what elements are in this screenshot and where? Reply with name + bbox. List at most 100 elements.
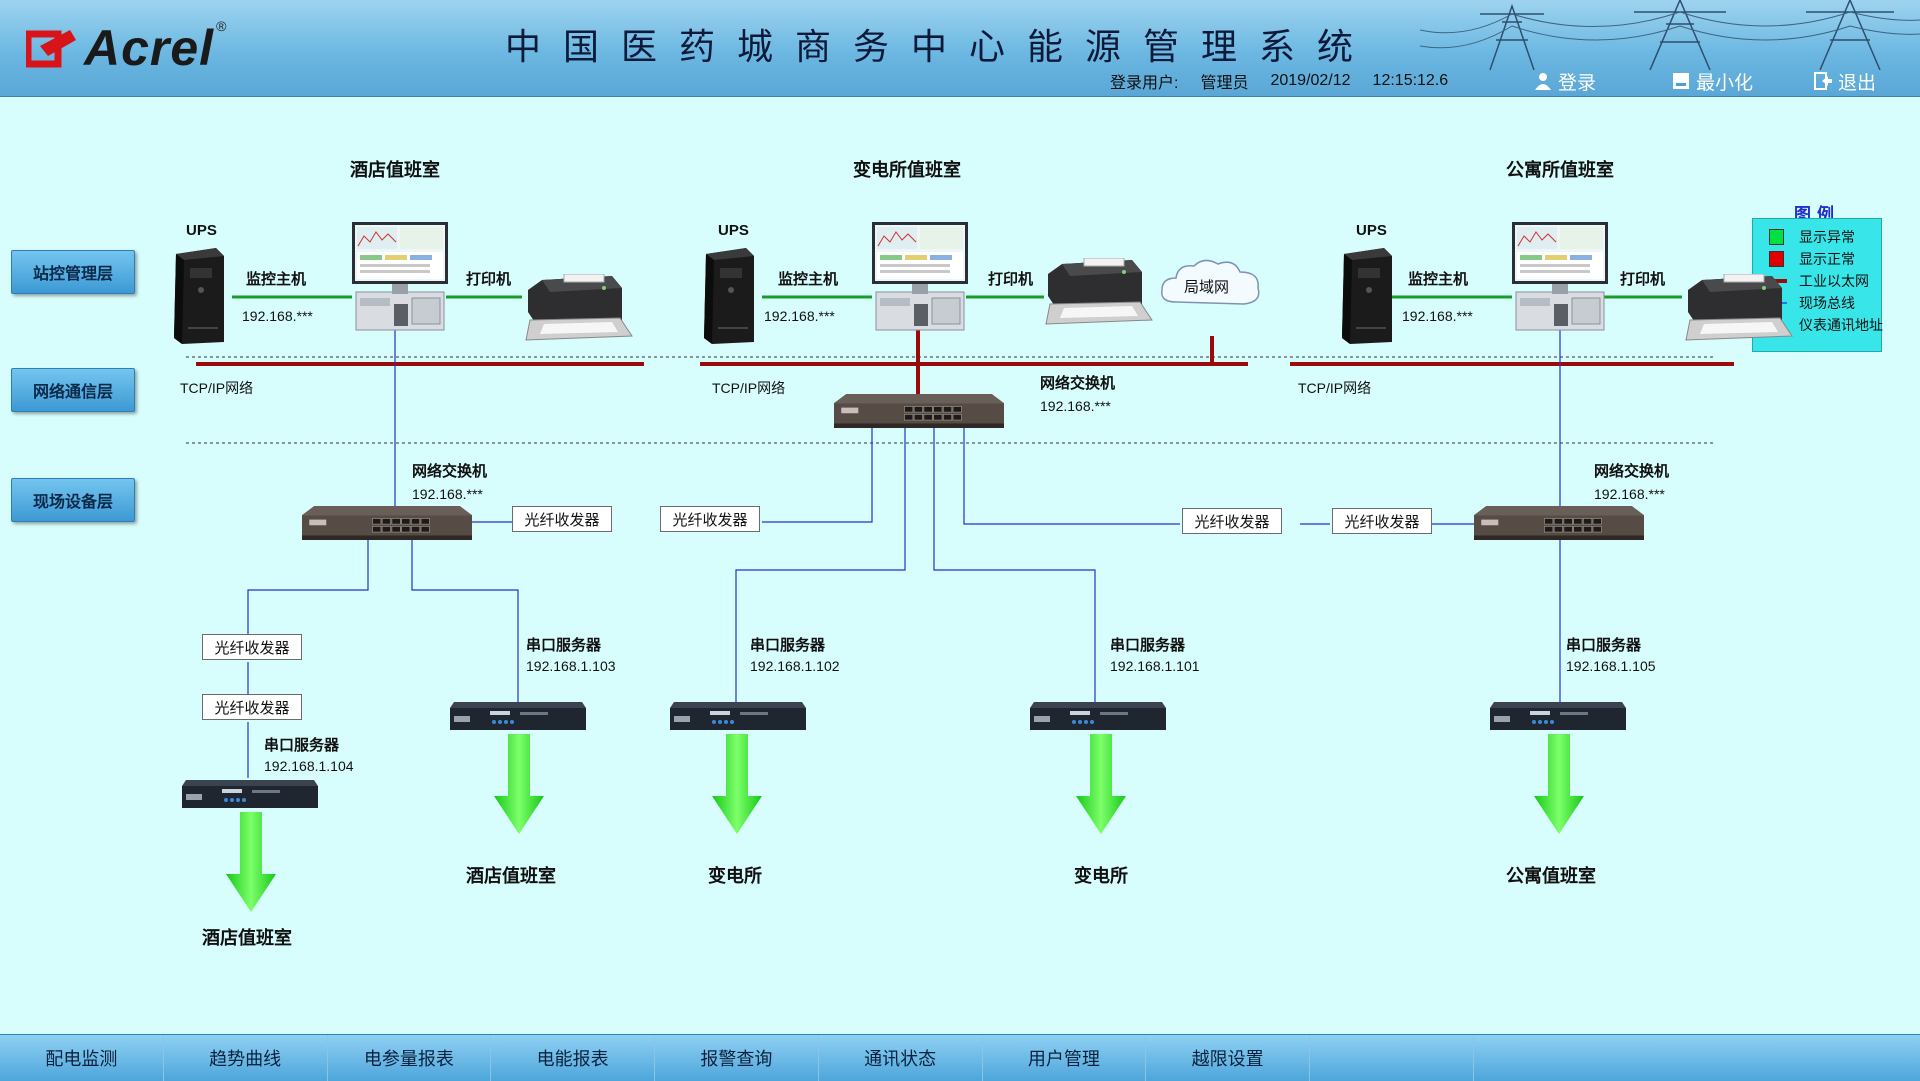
hotel-switch-ip: 192.168.*** bbox=[412, 486, 483, 502]
serial-server-ip: 192.168.1.103 bbox=[526, 658, 616, 674]
host-label: 监控主机 bbox=[778, 271, 839, 288]
exit-button[interactable]: 退出 bbox=[1814, 68, 1876, 94]
host-ip: 192.168.*** bbox=[1402, 308, 1473, 324]
room-title-apartment: 公寓所值班室 bbox=[1506, 160, 1614, 180]
green-box-icon bbox=[1769, 229, 1784, 245]
topology-lines bbox=[186, 295, 1734, 778]
lan-cloud-icon bbox=[1161, 259, 1260, 305]
printer-icon bbox=[1044, 258, 1154, 328]
monitoring-pc-icon[interactable] bbox=[872, 222, 968, 332]
tcpip-label: TCP/IP网络 bbox=[1298, 380, 1372, 396]
room-title-hotel: 酒店值班室 bbox=[350, 160, 440, 180]
registered-mark: ® bbox=[216, 18, 227, 34]
room-title-substation: 变电所值班室 bbox=[853, 160, 961, 180]
serial-server-ip: 192.168.1.102 bbox=[750, 658, 840, 674]
menu-limit-settings[interactable]: 越限设置 bbox=[1146, 1035, 1310, 1081]
menu-user-management[interactable]: 用户管理 bbox=[983, 1035, 1147, 1081]
serial-server-icon[interactable] bbox=[1490, 702, 1626, 732]
printer-label: 打印机 bbox=[466, 271, 512, 288]
fiber-transceiver[interactable]: 光纤收发器 bbox=[512, 506, 612, 532]
arrow-down-icon bbox=[494, 734, 544, 834]
printer-label: 打印机 bbox=[1620, 271, 1666, 288]
printer-label: 打印机 bbox=[988, 271, 1034, 288]
login-button[interactable]: 登录 bbox=[1534, 68, 1596, 94]
fiber-transceiver[interactable]: 光纤收发器 bbox=[1182, 508, 1282, 534]
destination-label: 酒店值班室 bbox=[466, 866, 556, 886]
serial-server-label: 串口服务器 bbox=[1110, 637, 1186, 654]
monitoring-pc-icon[interactable] bbox=[352, 222, 448, 332]
destination-label: 变电所 bbox=[1074, 866, 1128, 886]
serial-server-label: 串口服务器 bbox=[750, 637, 826, 654]
login-user-label: 登录用户: bbox=[1110, 75, 1179, 92]
apartment-switch-label: 网络交换机 bbox=[1594, 463, 1670, 480]
user-icon bbox=[1535, 73, 1551, 90]
minimize-icon bbox=[1673, 73, 1689, 89]
login-user-name: 管理员 bbox=[1200, 75, 1249, 92]
header-bar: Acrel ® 中国医药城商务中心能源管理系统 登录用户: 管理员 2019/0… bbox=[0, 0, 1920, 97]
serial-server-ip: 192.168.1.105 bbox=[1566, 658, 1656, 674]
red-box-icon bbox=[1769, 251, 1784, 267]
tcpip-label: TCP/IP网络 bbox=[712, 380, 786, 396]
menu-trend-curve[interactable]: 趋势曲线 bbox=[164, 1035, 328, 1081]
central-switch-ip: 192.168.*** bbox=[1040, 398, 1111, 414]
monitoring-pc-icon[interactable] bbox=[1512, 222, 1608, 332]
destination-label: 酒店值班室 bbox=[202, 928, 292, 948]
brand-name: Acrel bbox=[84, 20, 215, 76]
printer-icon bbox=[1684, 274, 1794, 344]
apartment-switch-icon[interactable] bbox=[1474, 506, 1644, 540]
fiber-transceiver[interactable]: 光纤收发器 bbox=[1332, 508, 1432, 534]
hotel-switch-icon[interactable] bbox=[302, 506, 472, 540]
host-label: 监控主机 bbox=[246, 271, 307, 288]
layer-network-comm[interactable]: 网络通信层 bbox=[11, 368, 135, 412]
serial-server-icon[interactable] bbox=[670, 702, 806, 732]
ups-icon bbox=[1336, 248, 1392, 344]
ups-label: UPS bbox=[186, 222, 217, 239]
acrel-logo-icon bbox=[24, 26, 78, 70]
menu-parameter-report[interactable]: 电参量报表 bbox=[328, 1035, 492, 1081]
acrel-logo: Acrel ® bbox=[24, 18, 227, 76]
serial-server-icon[interactable] bbox=[450, 702, 586, 732]
fiber-transceiver[interactable]: 光纤收发器 bbox=[202, 634, 302, 660]
legend-item-normal: 显示正常 bbox=[1763, 249, 1855, 269]
serial-server-ip: 192.168.1.104 bbox=[264, 758, 354, 774]
fiber-transceiver[interactable]: 光纤收发器 bbox=[660, 506, 760, 532]
host-label: 监控主机 bbox=[1408, 271, 1469, 288]
menu-alarm-query[interactable]: 报警查询 bbox=[655, 1035, 819, 1081]
lan-label: 局域网 bbox=[1184, 279, 1230, 296]
legend-item-abnormal: 显示异常 bbox=[1763, 227, 1855, 247]
serial-server-icon[interactable] bbox=[1030, 702, 1166, 732]
bottom-menu-bar: 配电监测 趋势曲线 电参量报表 电能报表 报警查询 通讯状态 用户管理 越限设置 bbox=[0, 1034, 1920, 1081]
login-label: 登录 bbox=[1558, 72, 1597, 94]
serial-server-label: 串口服务器 bbox=[1566, 637, 1642, 654]
hotel-switch-label: 网络交换机 bbox=[412, 463, 488, 480]
exit-icon bbox=[1814, 72, 1832, 90]
ups-icon bbox=[698, 248, 754, 344]
layer-station-control[interactable]: 站控管理层 bbox=[11, 250, 135, 294]
layer-field-device[interactable]: 现场设备层 bbox=[11, 478, 135, 522]
system-title: 中国医药城商务中心能源管理系统 bbox=[505, 27, 1376, 68]
central-switch-icon[interactable] bbox=[834, 394, 1004, 428]
network-topology-diagram: 图例 显示异常 显示正常 工业以太网 现场总线 2 仪表通讯地址 站控管理层 网… bbox=[0, 96, 1920, 1034]
menu-power-monitoring[interactable]: 配电监测 bbox=[0, 1035, 164, 1081]
power-pylons-decoration bbox=[1420, 0, 1920, 70]
host-ip: 192.168.*** bbox=[764, 308, 835, 324]
ups-label: UPS bbox=[1356, 222, 1387, 239]
destination-label: 变电所 bbox=[708, 866, 762, 886]
serial-server-icon[interactable] bbox=[182, 780, 318, 810]
menu-energy-report[interactable]: 电能报表 bbox=[491, 1035, 655, 1081]
fiber-transceiver[interactable]: 光纤收发器 bbox=[202, 694, 302, 720]
printer-icon bbox=[524, 274, 634, 344]
ups-label: UPS bbox=[718, 222, 749, 239]
serial-server-label: 串口服务器 bbox=[526, 637, 602, 654]
minimize-label: 最小化 bbox=[1696, 72, 1754, 94]
menu-empty-slot bbox=[1310, 1035, 1474, 1081]
arrow-down-icon bbox=[1076, 734, 1126, 834]
apartment-switch-ip: 192.168.*** bbox=[1594, 486, 1665, 502]
session-info: 登录用户: 管理员 2019/02/12 12:15:12.6 bbox=[1110, 66, 1470, 96]
current-time: 12:15:12.6 bbox=[1372, 72, 1449, 89]
tcpip-label: TCP/IP网络 bbox=[180, 380, 254, 396]
menu-comm-status[interactable]: 通讯状态 bbox=[819, 1035, 983, 1081]
destination-label: 公寓值班室 bbox=[1506, 866, 1596, 886]
minimize-button[interactable]: 最小化 bbox=[1672, 68, 1753, 94]
arrow-down-icon bbox=[1534, 734, 1584, 834]
